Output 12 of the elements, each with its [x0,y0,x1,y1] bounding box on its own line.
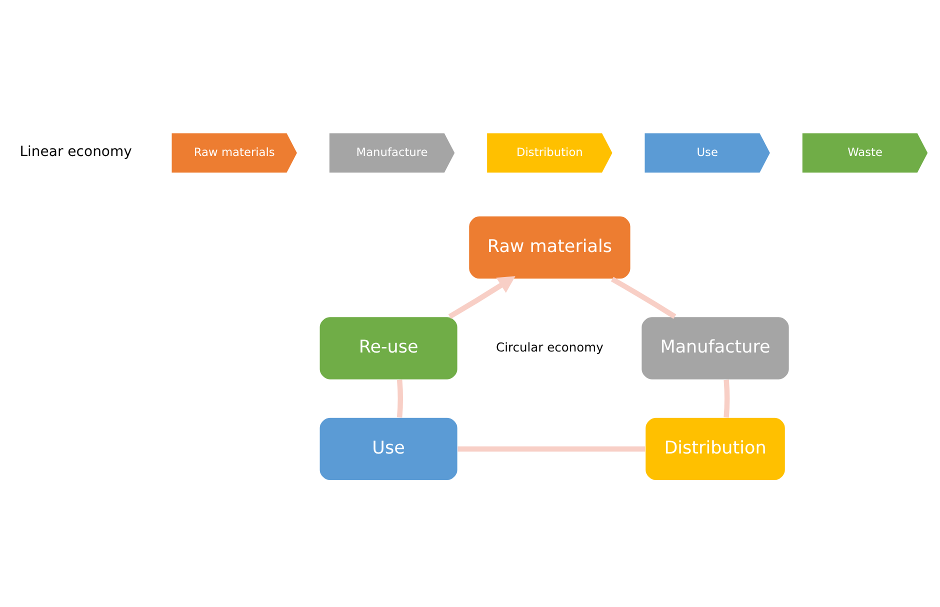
connector [396,379,403,418]
node-box: Distribution [644,416,786,480]
node-box: Use [318,416,458,480]
label: Linear economy [20,144,132,160]
node-box: Manufacture [640,316,790,380]
connector [724,379,730,418]
label: Circular economy [496,340,604,354]
arrow [448,276,516,318]
node-box: Re-use [318,316,458,380]
connector [458,446,646,452]
connector [610,276,676,318]
node-box: Raw materials [468,215,632,279]
